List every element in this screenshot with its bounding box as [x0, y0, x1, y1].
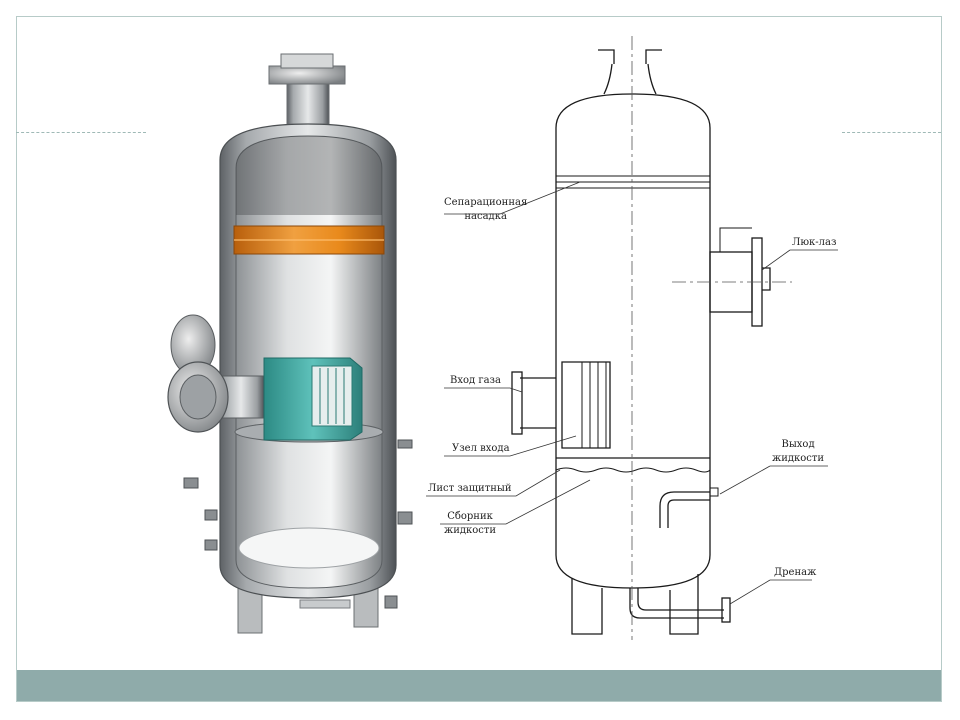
label-liquid-outlet-line2: жидкости — [772, 453, 825, 464]
decorative-dashed-line-left — [16, 132, 146, 133]
label-separation-packing-line1: Сепарационная — [444, 197, 528, 208]
label-protective-sheet: Лист защитный — [428, 482, 512, 496]
label-inlet-unit-text: Узел входа — [452, 443, 510, 454]
label-liquid-collector-line2: жидкости — [444, 525, 497, 536]
label-liquid-outlet: Выход жидкости — [772, 438, 824, 466]
label-separation-packing: Сепарационная насадка — [444, 196, 527, 224]
footer-bar — [17, 670, 941, 701]
label-drain: Дренаж — [774, 566, 816, 580]
slide-frame — [16, 16, 942, 702]
label-drain-text: Дренаж — [774, 567, 817, 578]
decorative-dashed-line-right — [842, 132, 941, 133]
label-gas-inlet: Вход газа — [450, 374, 501, 388]
label-gas-inlet-text: Вход газа — [450, 375, 501, 386]
label-manhole: Люк-лаз — [792, 236, 836, 250]
label-inlet-unit: Узел входа — [452, 442, 510, 456]
label-manhole-text: Люк-лаз — [792, 237, 837, 248]
label-liquid-collector: Сборник жидкости — [444, 510, 496, 538]
label-protective-sheet-text: Лист защитный — [428, 483, 512, 494]
label-separation-packing-line2: насадка — [464, 211, 507, 222]
label-liquid-collector-line1: Сборник — [447, 511, 493, 522]
label-liquid-outlet-line1: Выход — [781, 439, 815, 450]
